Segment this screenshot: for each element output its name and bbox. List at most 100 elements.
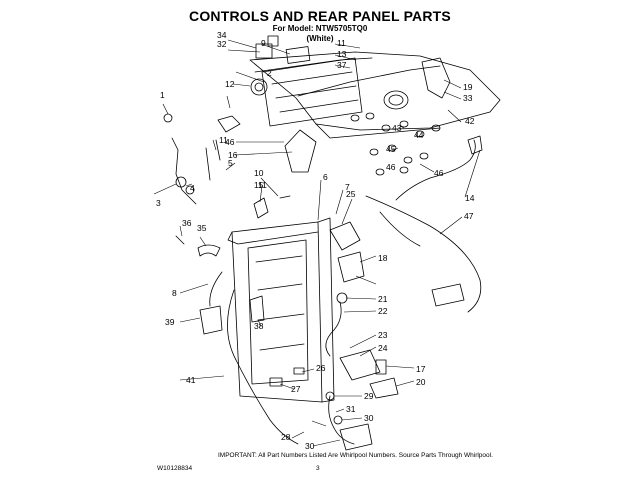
water-inlet-4 (185, 185, 195, 195)
bracket-25 (329, 221, 361, 251)
callout-6: 6 (323, 172, 328, 182)
callout-20: 20 (416, 377, 426, 387)
callout-2: 2 (267, 68, 272, 78)
screw-10 (279, 195, 291, 199)
callout-36: 36 (182, 218, 192, 228)
callout-13: 13 (337, 49, 347, 59)
harness-plug-49 (431, 283, 465, 307)
callout-1: 1 (160, 90, 165, 100)
console-panel (249, 51, 501, 131)
switch-block-34 (255, 43, 273, 59)
callout-46: 46 (225, 137, 235, 147)
clamp-21 (336, 292, 348, 304)
callout-19: 19 (463, 82, 473, 92)
model-line: For Model: NTW5705TQ0 (272, 24, 368, 33)
callout-15: 15 (254, 180, 264, 190)
callout-5: 5 (228, 158, 233, 168)
rear-panel-louvers (255, 255, 305, 351)
callout-37: 37 (337, 60, 347, 70)
callout-12: 12 (225, 79, 235, 89)
callout-44: 44 (414, 130, 424, 140)
callout-11: 11 (337, 38, 346, 48)
callout-26: 26 (316, 363, 326, 373)
screw-26 (293, 367, 305, 375)
callout-24: 24 (378, 343, 388, 353)
callout-28: 28 (281, 432, 291, 442)
callout-30: 30 (364, 413, 374, 423)
document-number: W10128834 (157, 465, 193, 472)
callout-27: 27 (291, 384, 301, 394)
callout-39: 39 (165, 317, 175, 327)
pump-hose-29 (328, 395, 355, 445)
timer-knob-12 (250, 78, 268, 96)
spring-5 (205, 147, 211, 181)
water-valve-hose (171, 137, 197, 205)
rear-panel (231, 221, 323, 403)
callout-17: 17 (416, 364, 426, 374)
callout-9: 9 (261, 38, 266, 48)
console-knob (388, 94, 404, 106)
callout-10: 10 (254, 168, 264, 178)
console-lower-edge (315, 123, 441, 139)
callout-23: 23 (378, 330, 388, 340)
callout-42: 42 (465, 116, 475, 126)
bracket-37 (197, 244, 221, 257)
bracket-33 (217, 115, 241, 133)
fill-hose-22 (325, 301, 342, 357)
callout-38: 38 (254, 321, 264, 331)
callout-46: 46 (434, 168, 444, 178)
callout-14: 14 (465, 193, 475, 203)
callout-30: 30 (305, 441, 315, 451)
bracket-20 (369, 377, 399, 399)
callout-41: 41 (186, 375, 196, 385)
screw-11b (215, 139, 221, 161)
rear-panel-inner (247, 239, 309, 385)
console-front-rail (297, 65, 441, 97)
coupling-31 (339, 423, 373, 451)
callout-8: 8 (172, 288, 177, 298)
control-bracket (261, 57, 363, 127)
screw-27 (269, 377, 283, 387)
side-frame (317, 217, 335, 403)
callout-32: 32 (217, 39, 227, 49)
callout-46: 46 (386, 162, 396, 172)
callout-22: 22 (378, 306, 388, 316)
sensor-17 (375, 359, 387, 375)
console-knob-window (383, 90, 409, 110)
callout-numbers: 1234567891011111112131415161718192021222… (156, 30, 475, 451)
knob-48 (284, 129, 317, 173)
clip-15 (253, 197, 269, 219)
connector-36 (267, 35, 279, 47)
rear-panel-top-edge (227, 231, 319, 245)
callout-11: 11 (258, 180, 267, 190)
switch-block-9 (285, 46, 311, 64)
water-inlet-screen (175, 176, 187, 188)
clamp-30b (333, 415, 343, 425)
callout-16: 16 (228, 150, 238, 160)
footer-notice: IMPORTANT: All Part Numbers Listed Are W… (218, 452, 493, 459)
valve-18 (337, 251, 365, 283)
screw-38 (175, 235, 185, 245)
page-title: CONTROLS AND REAR PANEL PARTS (189, 8, 451, 24)
washer-1 (163, 113, 173, 123)
callout-31: 31 (346, 404, 356, 414)
page-number: 3 (316, 465, 320, 472)
harness-connector-14 (467, 135, 483, 155)
wire-harness-49 (365, 139, 482, 313)
panel-buttons (350, 112, 441, 176)
callout-43: 43 (392, 123, 402, 133)
callout-7: 7 (345, 182, 350, 192)
bracket-42 (199, 305, 223, 335)
part-41 (249, 295, 265, 323)
control-bracket-ribs (271, 71, 359, 113)
callout-45: 45 (386, 144, 396, 154)
callout-47: 47 (464, 211, 474, 221)
pump-24 (339, 349, 381, 381)
color-line: (White) (306, 34, 334, 43)
callout-29: 29 (364, 391, 374, 401)
callout-11: 11 (219, 135, 228, 145)
callout-25: 25 (346, 189, 356, 199)
console-top-strip (254, 57, 373, 73)
callout-33: 33 (463, 93, 473, 103)
